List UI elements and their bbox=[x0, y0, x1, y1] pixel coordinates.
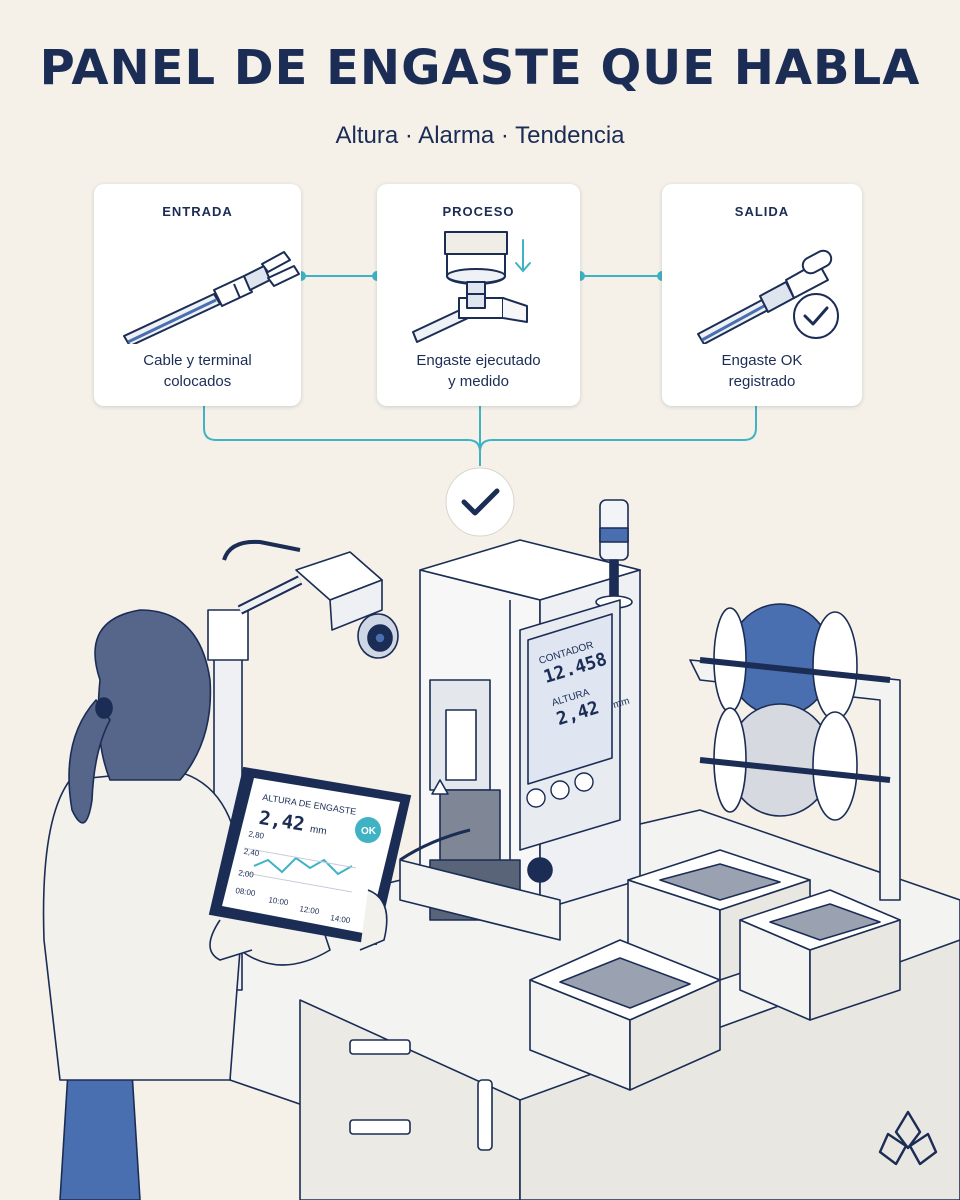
down-arrow-icon bbox=[515, 239, 531, 273]
step-label: SALIDA bbox=[734, 204, 790, 219]
step-card-proceso: PROCESO Engaste ejecutado y medido bbox=[377, 184, 580, 406]
page-subtitle: Altura · Alarma · Tendencia bbox=[335, 122, 625, 149]
final-check-badge bbox=[445, 467, 515, 537]
step-card-salida: SALIDA Engaste OK registrado bbox=[662, 184, 862, 406]
step-caption: Engaste ejecutado y medido bbox=[416, 352, 541, 390]
terminal-bins bbox=[529, 849, 901, 1091]
wire-spools bbox=[689, 603, 901, 901]
logo-icon bbox=[878, 1110, 938, 1166]
step-card-entrada: ENTRADA Cable y terminal colocados bbox=[94, 184, 301, 406]
check-icon bbox=[461, 488, 500, 516]
machine-hmi-panel bbox=[519, 599, 621, 883]
check-icon bbox=[793, 293, 839, 339]
connector-salida-check bbox=[479, 406, 757, 453]
step-caption: Cable y terminal colocados bbox=[143, 352, 252, 390]
tablet-device bbox=[208, 766, 412, 961]
crimp-press-illustration bbox=[412, 231, 531, 343]
workshop-scene bbox=[42, 499, 960, 1200]
step-caption: Engaste OK registrado bbox=[721, 352, 803, 390]
technician bbox=[42, 609, 331, 1200]
page-title: PANEL DE ENGASTE QUE HABLA bbox=[39, 40, 921, 96]
warning-icon bbox=[431, 779, 449, 795]
step-label: PROCESO bbox=[442, 204, 515, 219]
connector-entrada-check bbox=[203, 406, 481, 466]
step-label: ENTRADA bbox=[162, 204, 233, 219]
flow-connectors bbox=[203, 271, 757, 537]
cable-terminal-illustration bbox=[123, 251, 300, 344]
crimped-terminal-illustration bbox=[697, 249, 839, 344]
